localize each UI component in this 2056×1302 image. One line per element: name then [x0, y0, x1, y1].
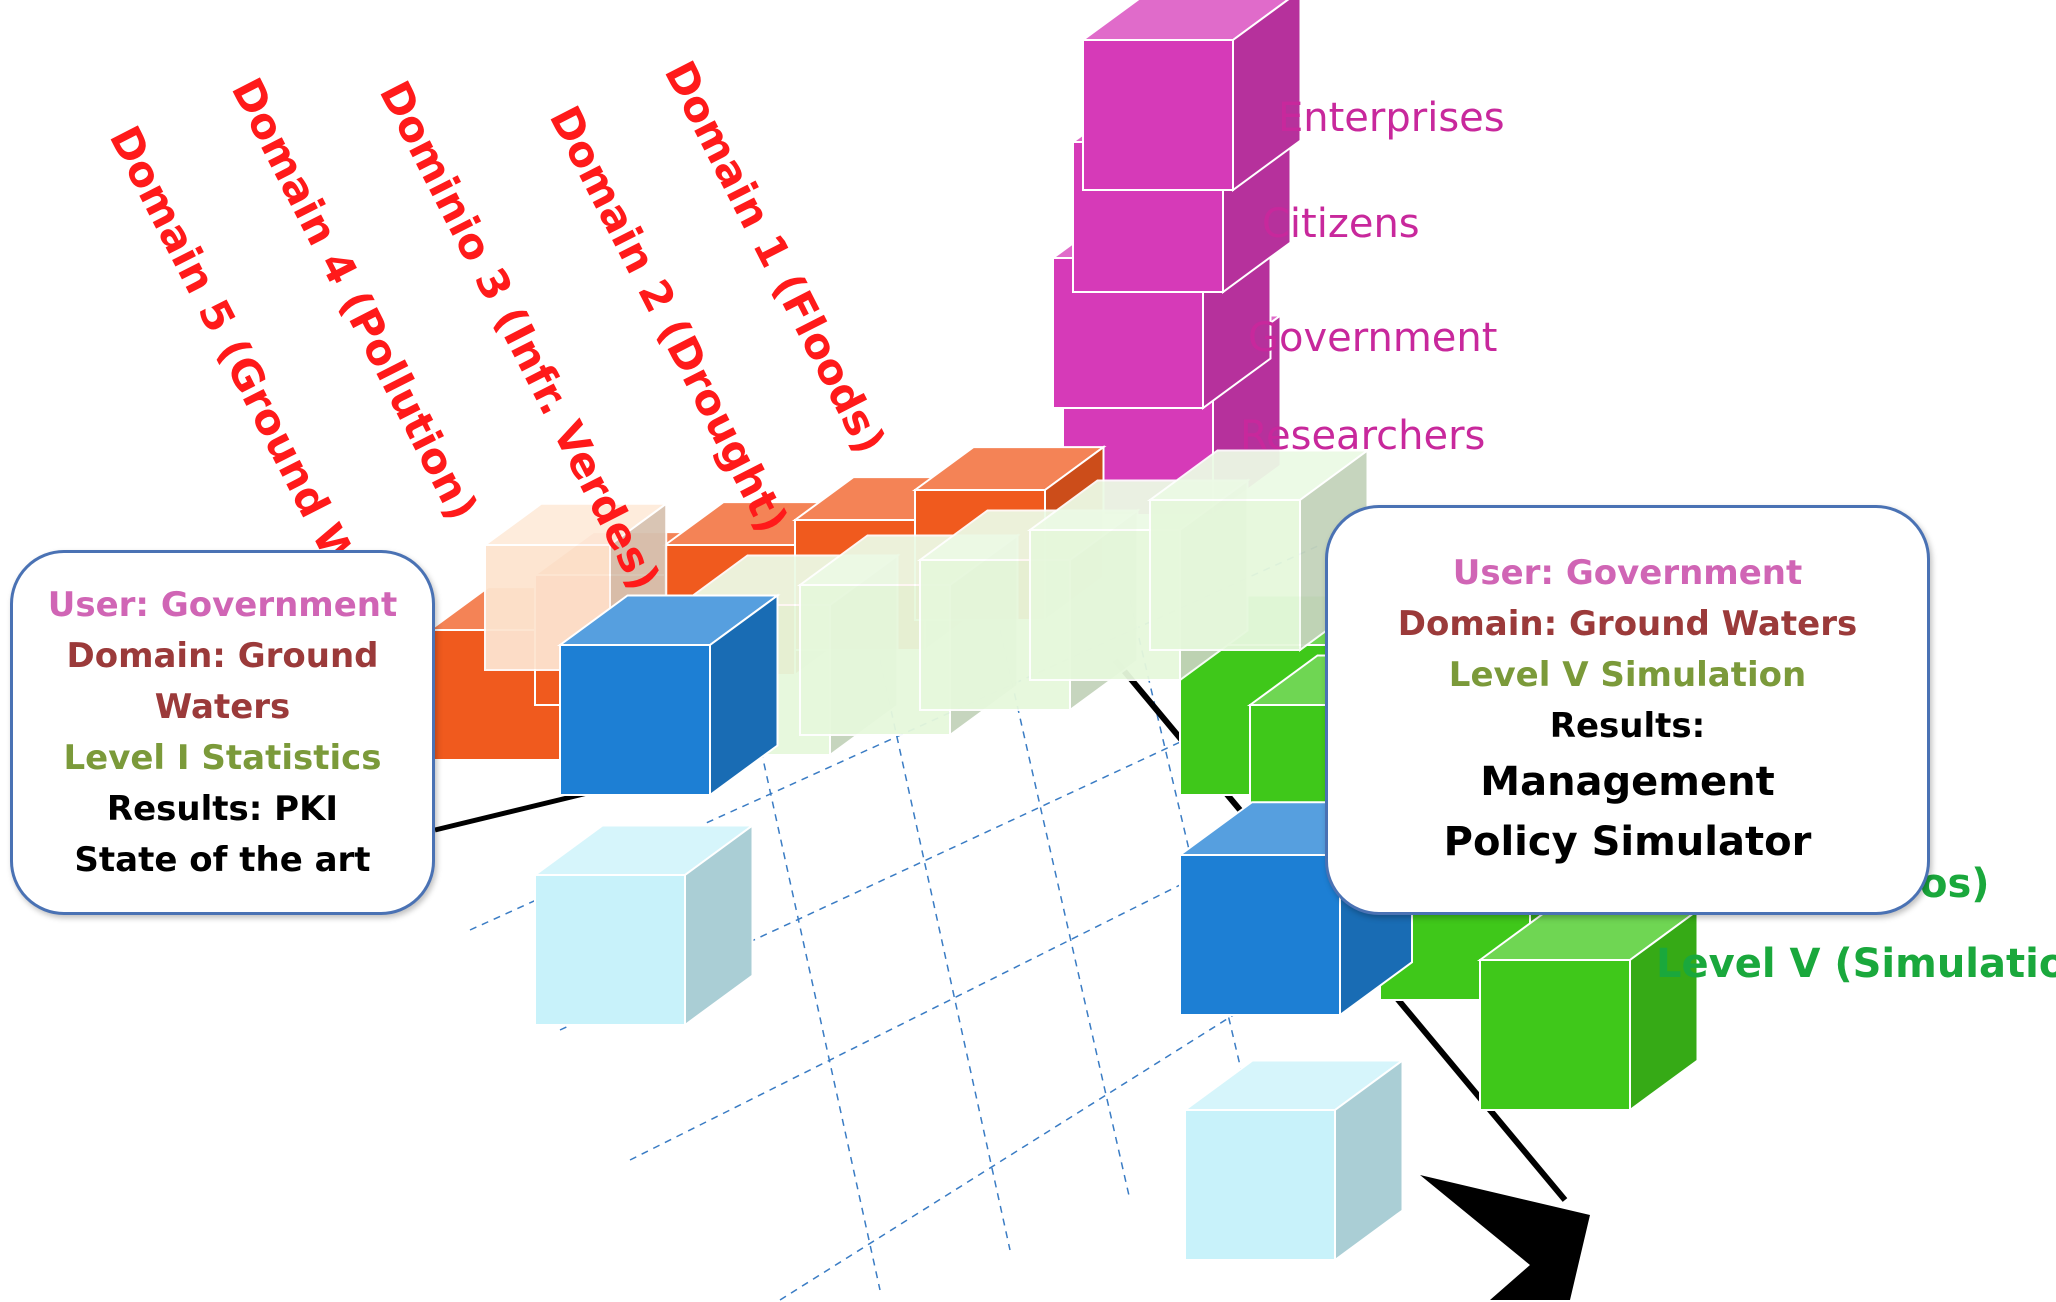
info-box-level-i: User: Government Domain: Ground Waters L… — [10, 550, 435, 915]
user-cube — [1079, 0, 1302, 192]
info-box-domain: Domain: Ground Waters — [66, 635, 379, 727]
user-label-government: Government — [1248, 315, 1498, 361]
level-cube — [1476, 908, 1701, 1112]
grid-line — [1129, 599, 1261, 1151]
info-box-user: User: Government — [1452, 553, 1803, 593]
info-box-domain: Domain: Ground Waters — [1397, 604, 1858, 644]
user-label-citizens: Citizens — [1262, 201, 1420, 247]
info-box-results: Results: PKI State of the art — [74, 788, 371, 880]
level-label-partial: os) — [1920, 861, 1990, 907]
grid-line — [879, 659, 1011, 1251]
level-axis-arrowhead — [1420, 1175, 1590, 1300]
info-box-user: User: Government — [47, 584, 398, 625]
selected-cube-level-i — [556, 593, 781, 797]
user-label-enterprises: Enterprises — [1278, 95, 1505, 141]
user-label-researchers: Researchers — [1240, 413, 1486, 459]
selected-cube-level-v — [1176, 800, 1416, 1017]
info-box-results: Results: Management Policy Simulator — [1408, 701, 1848, 872]
level-label-v: Level V (Simulation) — [1656, 941, 2056, 987]
grid-line — [749, 699, 881, 1291]
cubes — [426, 0, 1701, 1262]
info-box-level: Level I Statistics — [63, 737, 382, 778]
domain-axis-line — [434, 787, 601, 833]
info-box-results-value: Management Policy Simulator — [1443, 759, 1812, 865]
info-box-results-label: Results: — [1549, 706, 1706, 746]
projection-cube — [1181, 1058, 1406, 1262]
projection-cube — [531, 823, 756, 1027]
info-box-level: Level V Simulation — [1448, 655, 1807, 695]
info-box-level-v: User: Government Domain: Ground Waters L… — [1325, 505, 1930, 915]
grid-line — [999, 629, 1131, 1201]
